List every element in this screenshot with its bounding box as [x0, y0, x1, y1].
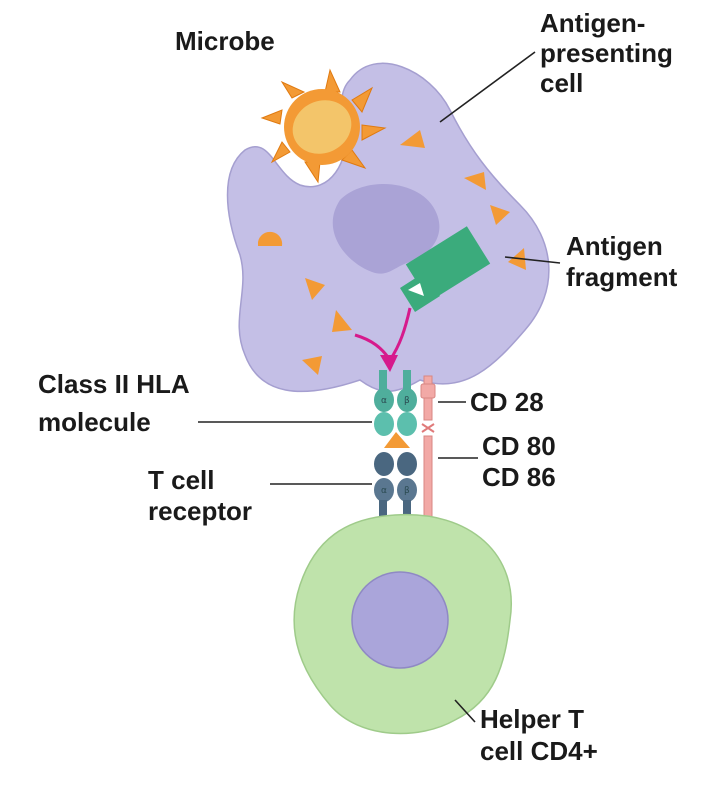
fragment-leader-line: [504, 256, 561, 264]
tcr-beta-stalk: [403, 500, 411, 520]
hla-beta-stalk: [403, 370, 411, 390]
label-fragment-line1: Antigen: [566, 231, 663, 261]
microbe-spike: [361, 124, 387, 141]
label-hla-line1: Class II HLA: [38, 369, 190, 399]
label-tcr-line1: T cell: [148, 465, 214, 495]
antigen-particle: [400, 130, 425, 148]
label-helper-t-line1: Helper T: [480, 704, 584, 734]
tcr-beta-chain-label: β: [404, 486, 410, 496]
microbe-spike: [324, 68, 341, 93]
class2-hla-molecule: α β: [374, 370, 417, 436]
microbe-body: [292, 100, 352, 154]
apc-nucleus: [332, 183, 440, 274]
antigen-particle: [464, 172, 486, 190]
arrow-head: [380, 355, 398, 372]
antigen-particle: [490, 205, 510, 225]
costimulatory-molecules: [420, 375, 436, 521]
hla-beta-chain-label: β: [404, 396, 410, 406]
hla-alpha-stalk: [379, 370, 387, 390]
tcr-alpha-chain-label: α: [381, 486, 387, 496]
cd80-86-stalk: [423, 435, 433, 521]
antigen-particle: [302, 356, 322, 375]
fragment-notch: [408, 283, 424, 296]
label-microbe: Microbe: [175, 26, 275, 56]
cd28-cd80-binding-site: [421, 423, 435, 433]
label-apc-line3: cell: [540, 68, 583, 98]
apc-leader-line: [439, 51, 536, 123]
helper-t-cell: [293, 513, 512, 735]
presented-peptide: [384, 432, 410, 448]
hla-beta1-domain: [397, 388, 417, 412]
t-cell-nucleus: [351, 571, 449, 669]
label-cd28: CD 28: [470, 387, 544, 417]
antigen-particle: [305, 278, 325, 300]
label-tcr-line2: receptor: [148, 496, 252, 526]
t-cell-receptor: α β: [374, 452, 417, 520]
label-apc-line2: presenting: [540, 38, 673, 68]
tcr-beta-c-domain: [397, 478, 417, 502]
microbe-spike: [260, 109, 283, 125]
tcr-beta-v-domain: [397, 452, 417, 476]
helper-t-leader-line: [454, 699, 476, 723]
microbe: [260, 68, 387, 184]
label-fragment-line2: fragment: [566, 262, 678, 292]
antigen-presenting-cell: [226, 62, 550, 393]
label-hla-line2: molecule: [38, 407, 151, 437]
tcr-alpha-stalk: [379, 500, 387, 520]
cd28-head: [420, 383, 436, 399]
labels: Microbe Antigen- presenting cell Antigen…: [38, 8, 678, 766]
microbe-spike: [351, 86, 374, 113]
antigen-particle: [258, 231, 283, 246]
tcr-alpha-c-domain: [374, 478, 394, 502]
label-cd80: CD 80: [482, 431, 556, 461]
leader-lines: [198, 51, 561, 723]
hla-beta2-domain: [397, 412, 417, 436]
hla-alpha2-domain: [374, 412, 394, 436]
antigen-fragment: [400, 226, 491, 312]
processing-arrow: [354, 307, 412, 372]
hla-alpha1-domain: [374, 388, 394, 412]
label-cd86: CD 86: [482, 462, 556, 492]
microbe-spike: [280, 80, 306, 99]
microbe-spike: [270, 141, 291, 164]
hla-alpha-chain-label: α: [381, 396, 387, 406]
antigen-particles: [258, 130, 526, 375]
microbe-spike: [304, 161, 321, 184]
tcr-alpha-v-domain: [374, 452, 394, 476]
label-apc-line1: Antigen-: [540, 8, 645, 38]
antigen-particle: [332, 310, 352, 332]
label-helper-t-line2: cell CD4+: [480, 736, 598, 766]
